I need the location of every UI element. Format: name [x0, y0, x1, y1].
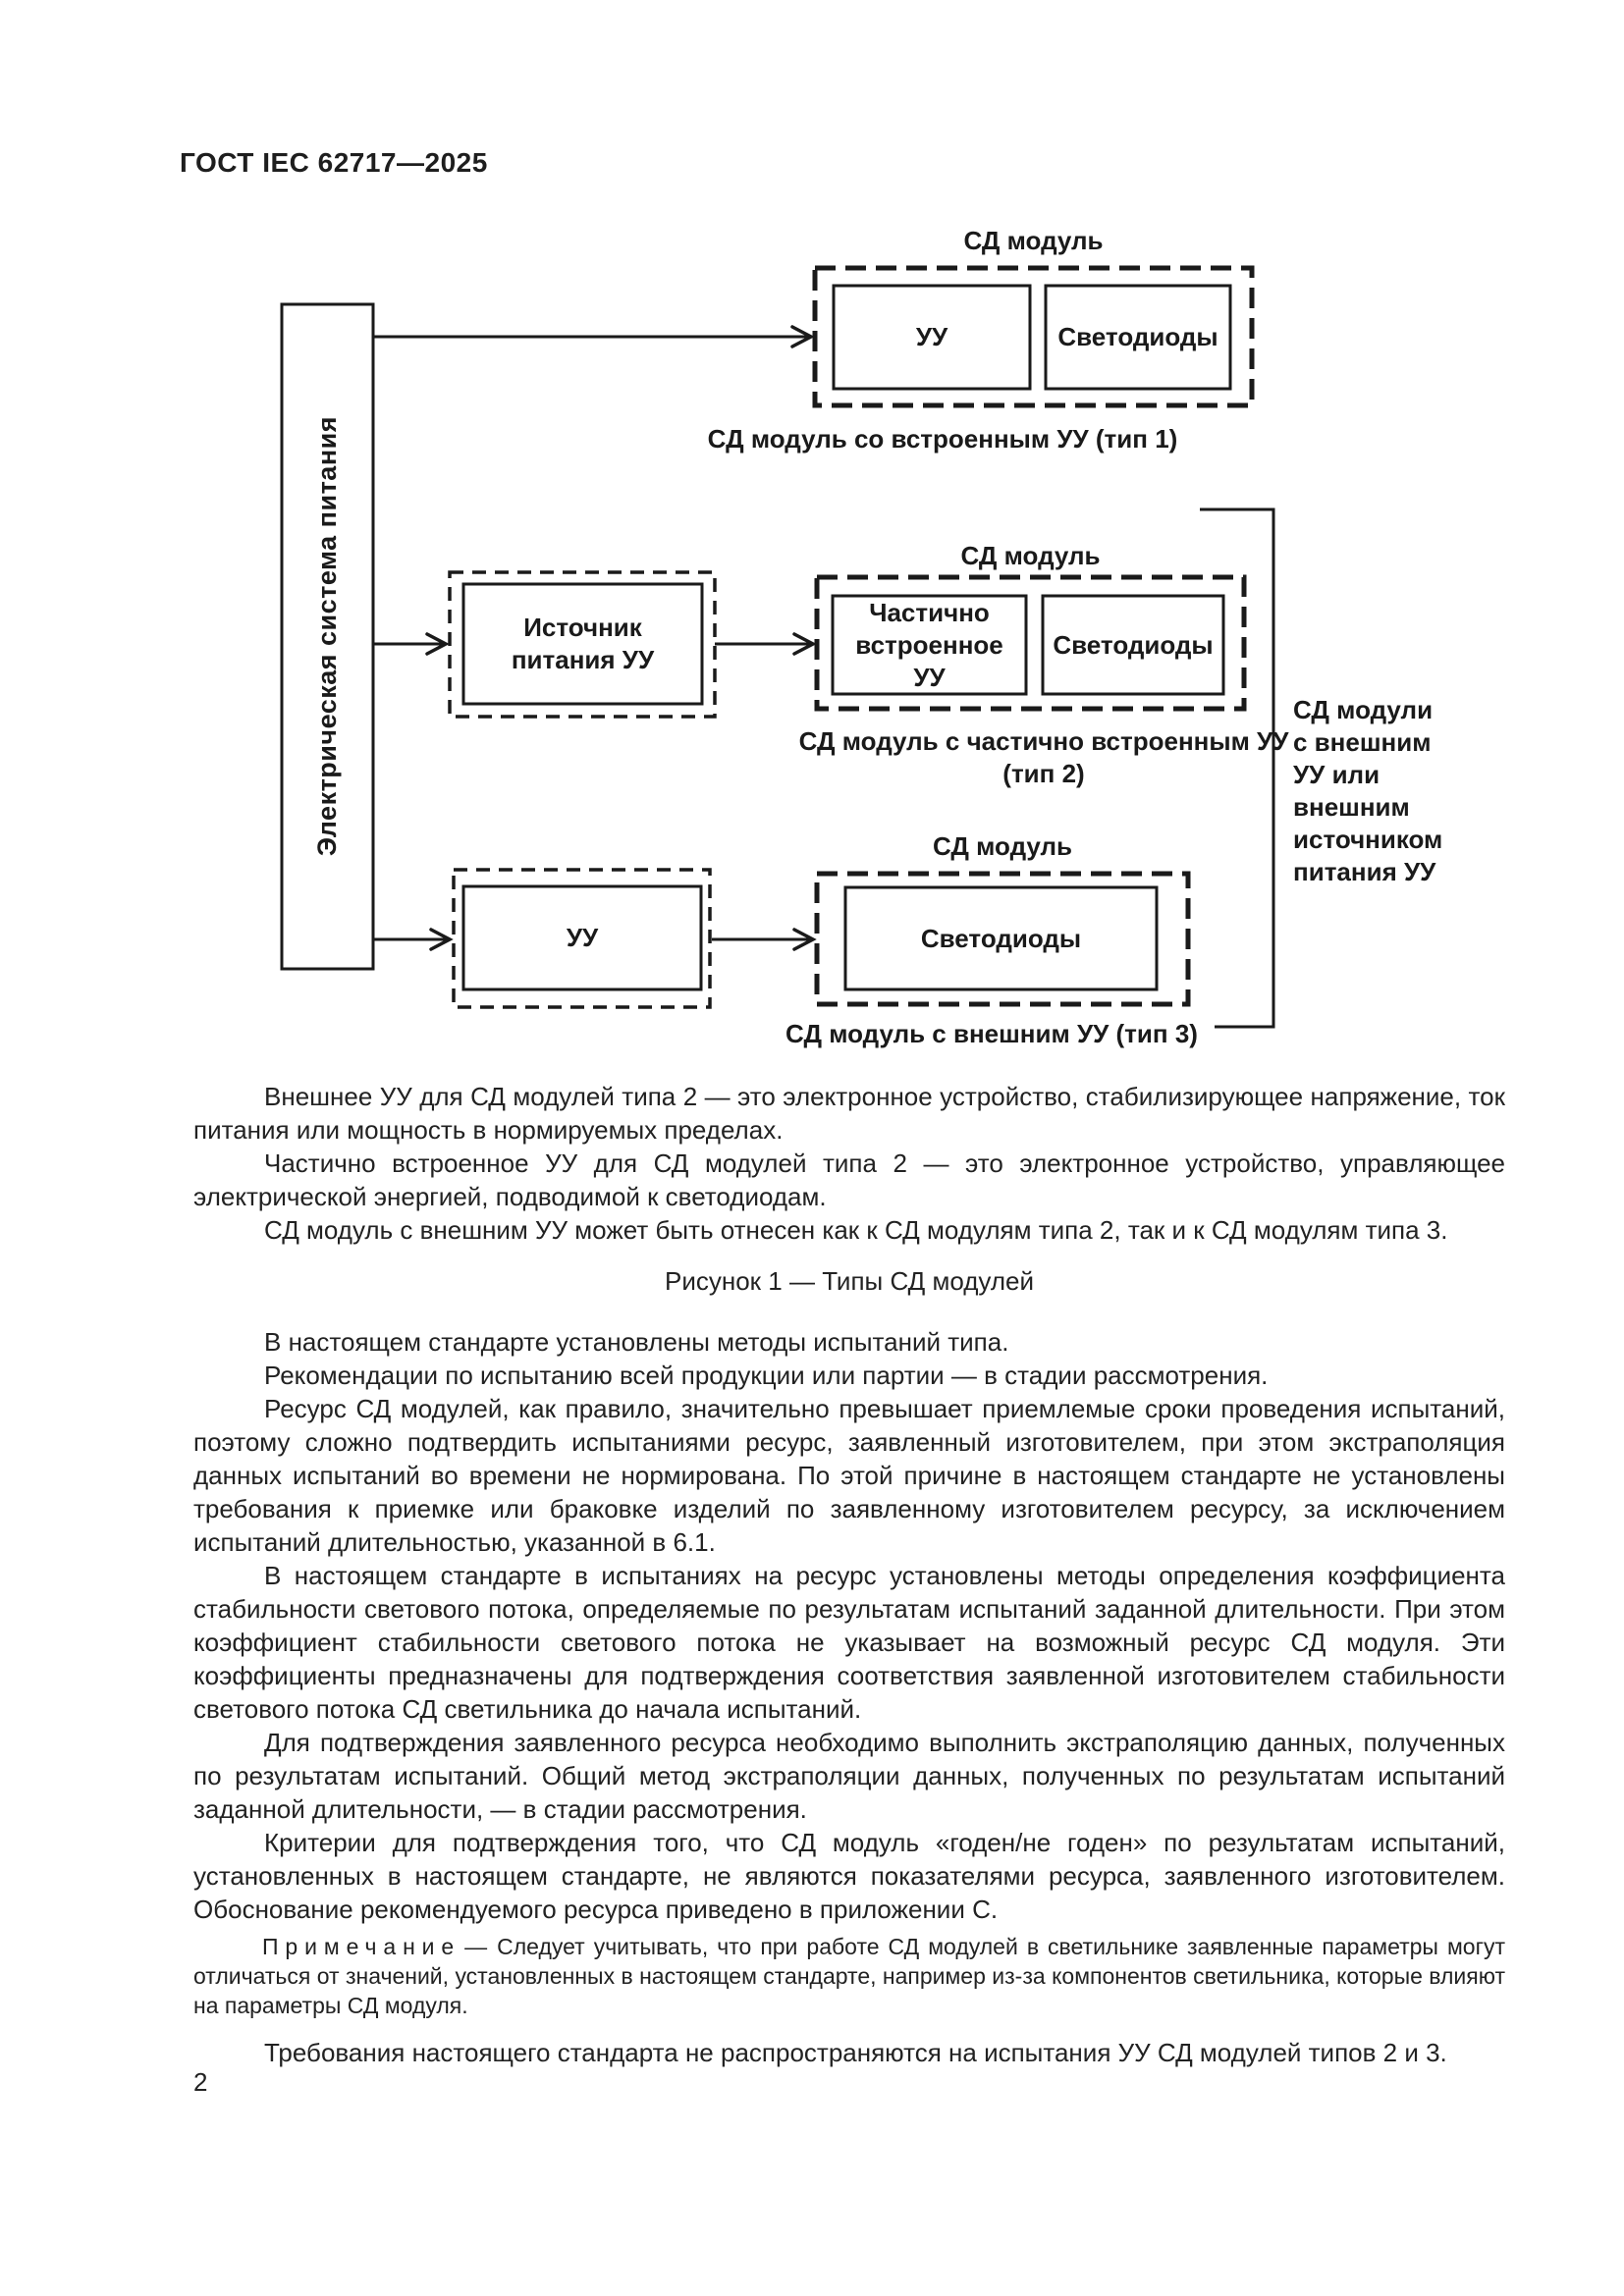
types-2-3-bracket — [1200, 507, 1275, 1029]
paragraph: Внешнее УУ для СД модулей типа 2 — это э… — [193, 1082, 1505, 1145]
paragraph: Требования настоящего стандарта не распр… — [264, 2038, 1447, 2067]
paragraph: Ресурс СД модулей, как правило, значител… — [193, 1394, 1505, 1557]
type3-module-dashed-box — [814, 871, 1191, 1007]
type3-module-label: СД модуль — [932, 830, 1073, 861]
type2-module-dashed-box — [814, 574, 1247, 712]
type1-driver-box — [832, 284, 1032, 391]
figure-1-diagram: Электрическая система питания СД модуль … — [0, 0, 1624, 1065]
note-text: Следует учитывать, что при работе СД мод… — [193, 1934, 1505, 2018]
type1-driver-label: УУ — [915, 322, 948, 351]
paragraph: В настоящем стандарте установлены методы… — [264, 1327, 1009, 1357]
type1-leds-box — [1044, 284, 1232, 391]
paragraph: Критерии для подтверждения того, что СД … — [193, 1828, 1505, 1924]
note-paragraph: Примечание—Следует учитывать, что при ра… — [193, 1932, 1505, 2020]
page-number: 2 — [193, 2067, 208, 2097]
note-dash: — — [464, 1934, 488, 1959]
type2-supply-dashed-box — [448, 570, 717, 719]
body-text: Внешнее УУ для СД модулей типа 2 — это э… — [193, 1080, 1505, 2069]
type3-leds-box — [843, 885, 1159, 991]
type2-leds-box — [1041, 594, 1225, 696]
type3-driver-label: УУ — [566, 923, 599, 952]
paragraph: Частично встроенное УУ для СД модулей ти… — [193, 1148, 1505, 1211]
type2-caption: СД модуль с частично встроенным УУ (тип … — [798, 726, 1289, 788]
paragraph: Для подтверждения заявленного ресурса не… — [193, 1728, 1505, 1824]
type2-partial-driver-label: Частично встроенное УУ — [855, 597, 1003, 692]
type3-driver-box — [461, 884, 703, 991]
type1-leds-label: Светодиоды — [1057, 322, 1218, 351]
type3-driver-dashed-box — [452, 868, 712, 1009]
page-header: ГОСТ IEC 62717—2025 — [180, 147, 488, 178]
note-label: Примечание — [262, 1934, 461, 1959]
type2-module-label: СД модуль — [960, 540, 1101, 570]
paragraph: В настоящем стандарте в испытаниях на ре… — [193, 1561, 1505, 1724]
bracket-note-label: СД модули с внешним УУ или внешним источ… — [1293, 695, 1443, 886]
type1-caption: СД модуль со встроенным УУ (тип 1) — [707, 423, 1178, 454]
power-system-box — [280, 302, 375, 971]
type1-module-label: СД модуль — [963, 225, 1104, 255]
diagram-canvas — [280, 265, 1275, 1029]
figure-caption: Рисунок 1 — Типы СД модулей — [665, 1266, 1034, 1296]
paragraph: Рекомендации по испытанию всей продукции… — [264, 1361, 1269, 1390]
type2-leds-label: Светодиоды — [1053, 629, 1214, 660]
type1-module-dashed-box — [812, 265, 1255, 408]
type2-partial-driver-box — [831, 594, 1028, 696]
type2-supply-box — [461, 582, 704, 706]
type3-leds-label: Светодиоды — [920, 923, 1082, 953]
type3-caption: СД модуль с внешним УУ (тип 3) — [785, 1018, 1198, 1048]
type2-supply-label: Источник питания УУ — [511, 613, 655, 674]
power-system-label: Электрическая система питания — [312, 416, 342, 857]
paragraph: СД модуль с внешним УУ может быть отнесе… — [264, 1215, 1448, 1245]
